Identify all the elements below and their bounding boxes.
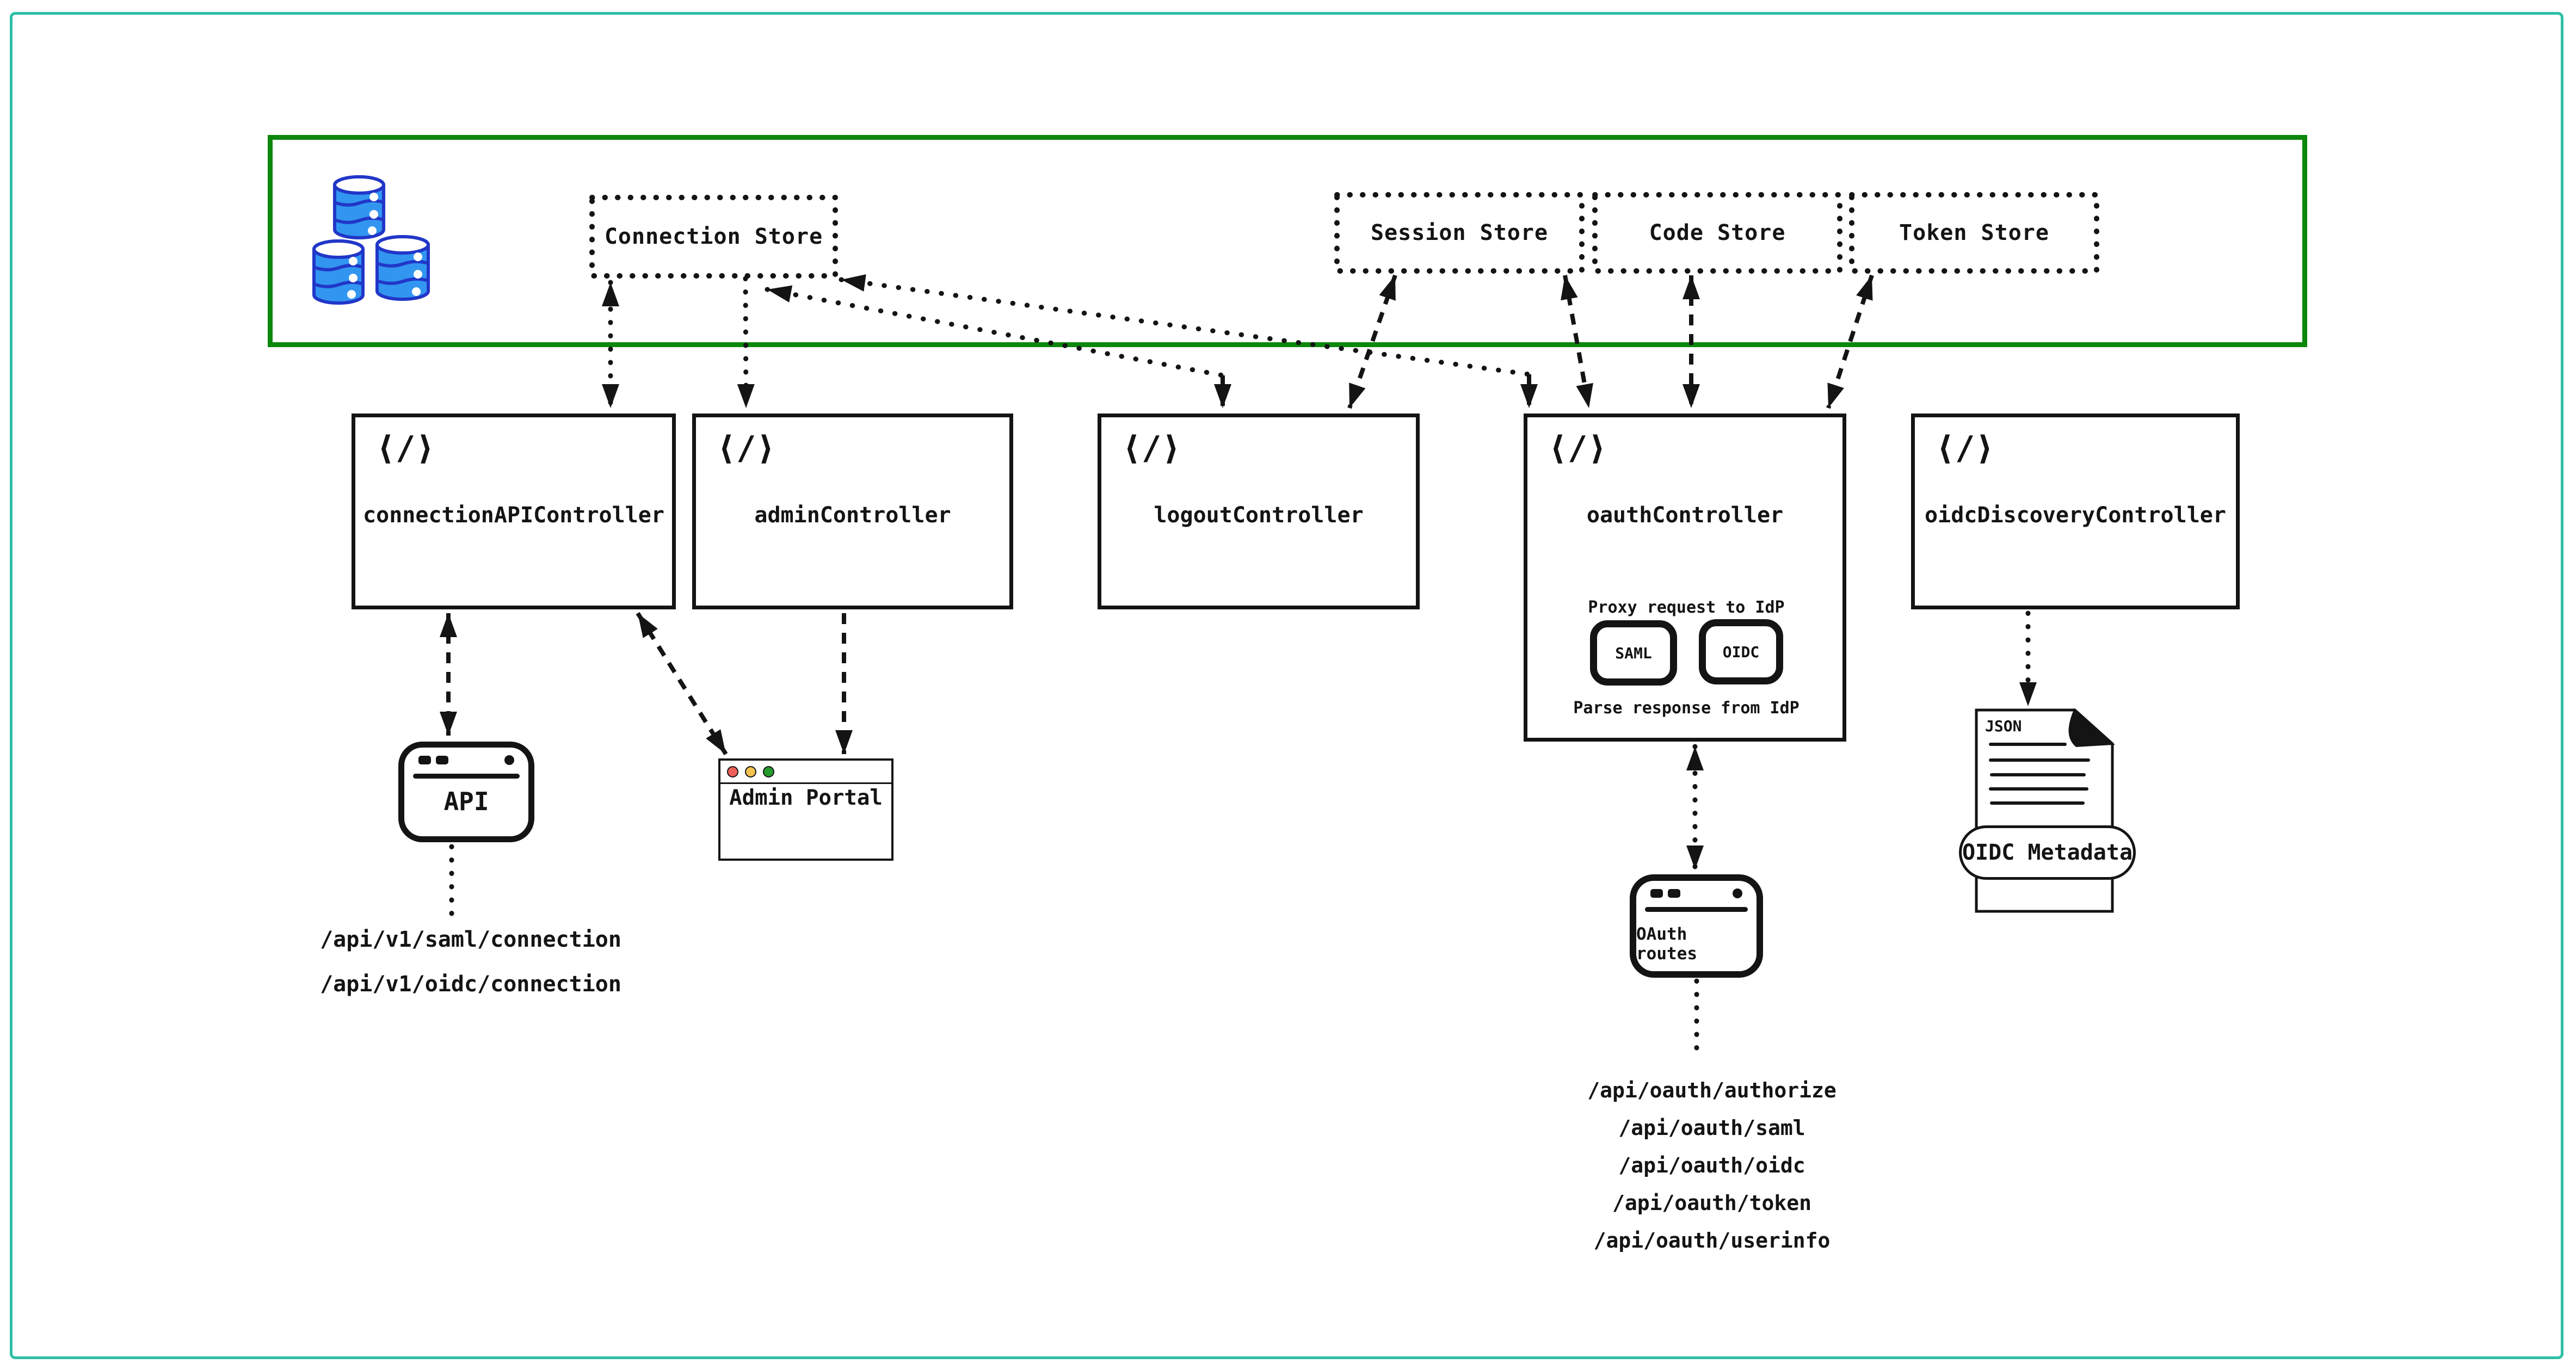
admin-portal-titlebar — [720, 761, 891, 784]
oauth-endpoints: /api/oauth/authorize /api/oauth/saml /ap… — [1576, 1072, 1848, 1260]
session-store-box — [1334, 192, 1585, 274]
maximize-icon — [763, 766, 774, 777]
connection-api-endpoints: /api/v1/saml/connection /api/v1/oidc/con… — [320, 917, 621, 1007]
code-icon: ⟨/⟩ — [376, 429, 435, 467]
window-control-icon — [504, 755, 514, 765]
arrow-connectionstore-admincontroller — [737, 276, 755, 411]
code-icon: ⟨/⟩ — [717, 429, 776, 467]
controller-oauth: ⟨/⟩ oauthController — [1524, 414, 1846, 742]
endpoint: /api/oauth/oidc — [1618, 1153, 1805, 1177]
arrow-connectionapicontroller-adminportal — [636, 612, 728, 756]
controller-oidc-discovery: ⟨/⟩ oidcDiscoveryController — [1911, 414, 2240, 609]
window-control-icon — [1650, 889, 1663, 898]
connection-store-box — [589, 195, 838, 279]
code-icon: ⟨/⟩ — [1936, 429, 1995, 467]
session-store-label: Session Store — [1370, 220, 1549, 245]
code-store-label: Code Store — [1649, 220, 1786, 245]
connection-store-label: Connection Store — [604, 224, 823, 249]
controller-label: oidcDiscoveryController — [1925, 503, 2226, 528]
proxy-request-note: Proxy request to IdP — [1588, 597, 1785, 617]
oidc-metadata-badge: OIDC Metadata — [1959, 825, 2136, 880]
api-window: API — [398, 742, 534, 842]
arrow-sessionstore-logoutcontroller — [1347, 274, 1397, 409]
api-window-label: API — [443, 787, 489, 816]
oauth-routes-window: OAuth routes — [1630, 874, 1763, 978]
data-store-layer — [268, 135, 2307, 347]
endpoint: /api/oauth/saml — [1618, 1116, 1805, 1140]
controller-label: oauthController — [1586, 503, 1784, 528]
endpoint: /api/v1/oidc/connection — [320, 972, 621, 997]
window-titlebar-line — [1645, 907, 1748, 912]
controller-admin: ⟨/⟩ adminController — [692, 414, 1013, 609]
arrow-oauthcontroller-connectionstore-diagonal — [839, 274, 1532, 377]
endpoint: /api/v1/saml/connection — [320, 927, 621, 952]
token-store-label: Token Store — [1899, 220, 2049, 245]
window-titlebar-line — [413, 774, 520, 779]
arrow-tokenstore-oauthcontroller — [1826, 274, 1874, 409]
outer-frame — [10, 12, 2563, 1359]
admin-portal-label: Admin Portal — [729, 786, 883, 810]
token-store-box — [1849, 192, 2099, 274]
controller-label: adminController — [754, 503, 951, 528]
code-store-box — [1592, 192, 1842, 274]
close-icon — [727, 766, 738, 777]
endpoint: /api/oauth/userinfo — [1593, 1229, 1831, 1252]
controller-label: connectionAPIController — [363, 503, 664, 528]
window-control-icon — [418, 756, 431, 764]
database-icon — [312, 175, 430, 305]
minimize-icon — [745, 766, 756, 777]
window-control-icon — [1668, 889, 1680, 898]
controller-logout: ⟨/⟩ logoutController — [1098, 414, 1420, 609]
controller-label: logoutController — [1154, 503, 1364, 528]
arrow-logoutcontroller-connectionstore-diagonal — [765, 285, 1225, 378]
window-control-icon — [1733, 888, 1742, 898]
code-icon: ⟨/⟩ — [1548, 429, 1607, 467]
saml-protocol-box: SAML — [1590, 620, 1677, 686]
controller-connection-api: ⟨/⟩ connectionAPIController — [352, 414, 676, 609]
admin-portal-window: Admin Portal — [718, 758, 893, 861]
window-control-icon — [436, 756, 448, 764]
endpoint: /api/oauth/token — [1612, 1191, 1812, 1215]
endpoint: /api/oauth/authorize — [1587, 1078, 1837, 1102]
parse-response-note: Parse response from IdP — [1573, 698, 1799, 718]
arrow-sessionstore-oauthcontroller — [1561, 275, 1593, 409]
json-document-icon — [1975, 708, 2115, 913]
code-icon: ⟨/⟩ — [1122, 429, 1181, 467]
json-file-type-label: JSON — [1985, 717, 2022, 735]
oidc-protocol-box: OIDC — [1699, 619, 1783, 684]
oauth-routes-label: OAuth routes — [1636, 924, 1697, 964]
